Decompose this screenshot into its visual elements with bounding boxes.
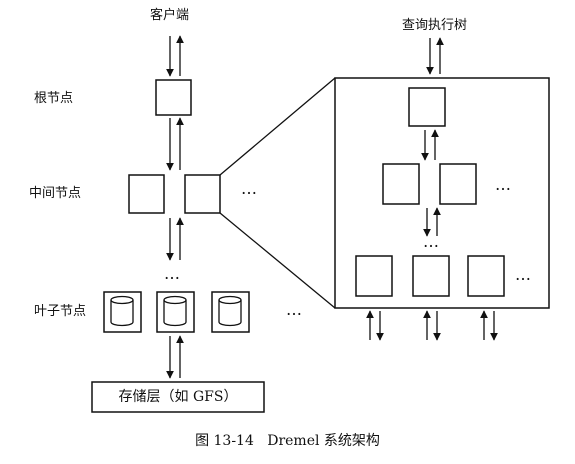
tree-root-node: [408, 87, 446, 127]
storage-layer-label: 存储层（如 GFS）: [118, 389, 238, 405]
figure-number: 图 13-14: [195, 433, 254, 449]
intermediate-node-1: [128, 174, 165, 214]
query-tree-label: 查询执行树: [402, 18, 468, 33]
leaf-row-ellipsis: …: [164, 264, 180, 283]
zoom-line-bottom: [219, 212, 336, 309]
leaf-node-1: [103, 291, 142, 333]
leaf-node-2: [156, 291, 195, 333]
storage-layer-box: [91, 381, 265, 413]
figure-caption: 图 13-14 Dremel 系统架构: [0, 430, 575, 450]
zoom-line-top: [219, 77, 336, 176]
tree-leaf-node-2: [412, 255, 450, 297]
leaf-node-label: 叶子节点: [34, 304, 87, 319]
root-node-label: 根节点: [34, 91, 74, 106]
tree-mid-node-2: [439, 163, 477, 205]
client-label: 客户端: [150, 8, 190, 23]
intermediate-node-2: [184, 174, 221, 214]
intermediate-ellipsis: …: [241, 179, 258, 198]
tree-leaf-node-1: [355, 255, 393, 297]
tree-leaf-ellipsis: …: [515, 265, 531, 284]
figure-title: Dremel 系统架构: [267, 433, 380, 449]
tree-mid-node-1: [382, 163, 420, 205]
leaf-side-ellipsis: …: [286, 300, 302, 319]
tree-leaf-node-3: [467, 255, 505, 297]
intermediate-node-label: 中间节点: [29, 186, 82, 201]
query-tree-panel: [334, 77, 550, 309]
leaf-node-3: [211, 291, 250, 333]
tree-mid-ellipsis: …: [495, 175, 511, 194]
tree-gap-ellipsis: …: [423, 232, 439, 251]
root-node: [155, 79, 192, 116]
